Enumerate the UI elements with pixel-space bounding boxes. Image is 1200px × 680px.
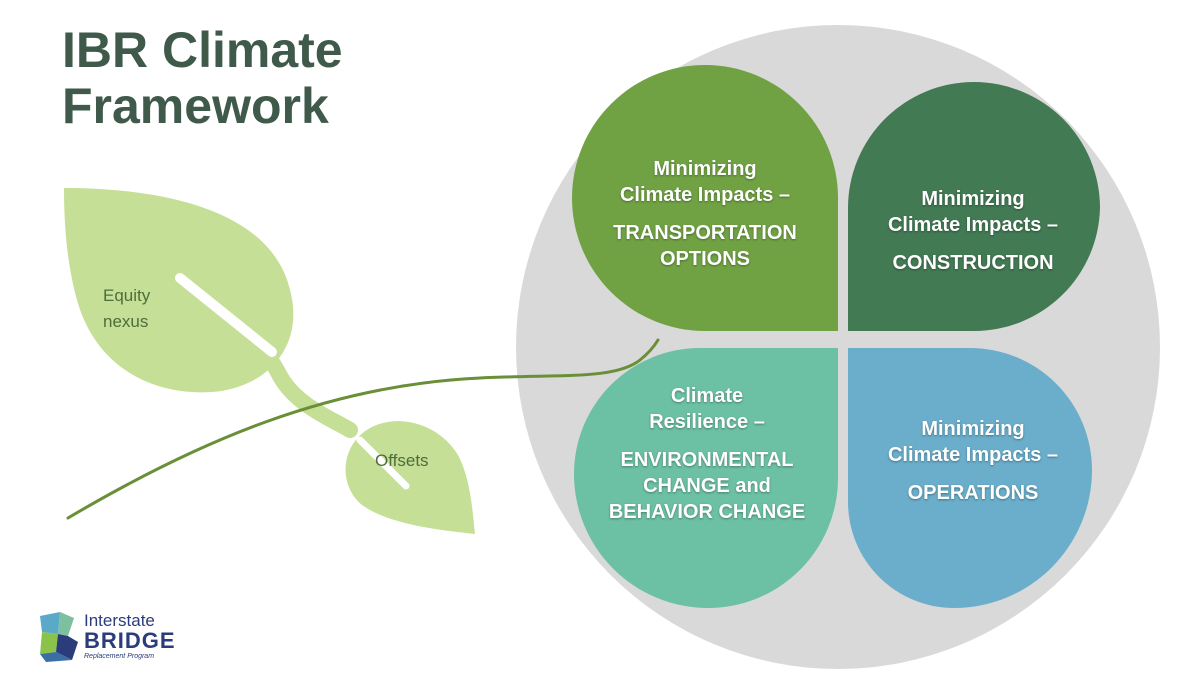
leaf-vein-offsets <box>356 436 410 490</box>
resilience-caps-1: ENVIRONMENTAL <box>620 449 794 471</box>
title-line-2: Framework <box>62 78 329 134</box>
construction-line-1: Minimizing <box>921 188 1025 210</box>
construction-text: Minimizing Climate Impacts – CONSTRUCTIO… <box>848 186 1098 276</box>
vine <box>66 338 660 520</box>
leaf-vein-equity <box>175 273 277 357</box>
transportation-line-2: Climate Impacts – <box>619 184 791 206</box>
resilience-caps-3: BEHAVIOR CHANGE <box>608 501 806 523</box>
petal-resilience <box>574 348 838 608</box>
operations-text: Minimizing Climate Impacts – OPERATIONS <box>848 416 1098 506</box>
offsets-label: Offsets <box>375 451 429 470</box>
petal-construction <box>848 82 1100 331</box>
logo-line-3: Replacement Program <box>84 653 155 660</box>
logo-line-2: BRIDGE <box>84 628 176 653</box>
resilience-text: Climate Resilience – ENVIRONMENTAL CHANG… <box>582 383 832 525</box>
equity-label-line-1: Equity <box>103 286 151 305</box>
construction-caps-1: CONSTRUCTION <box>892 252 1054 274</box>
resilience-line-2: Resilience – <box>649 411 765 433</box>
petal-operations <box>848 348 1092 608</box>
leaf-offsets <box>345 421 475 534</box>
transportation-text: Minimizing Climate Impacts – TRANSPORTAT… <box>580 156 830 272</box>
logo-mark-icon <box>40 612 78 662</box>
logo-line-1: Interstate <box>84 611 155 630</box>
equity-nexus-label: Equity nexus <box>103 283 150 335</box>
operations-line-2: Climate Impacts – <box>887 444 1059 466</box>
resilience-line-1: Climate <box>670 385 744 407</box>
petal-transportation <box>572 65 838 331</box>
transportation-caps-2: OPTIONS <box>659 248 750 270</box>
transportation-line-1: Minimizing <box>653 158 757 180</box>
resilience-caps-2: CHANGE and <box>643 475 771 497</box>
operations-line-1: Minimizing <box>921 418 1025 440</box>
page-title: IBR Climate Framework <box>62 22 343 134</box>
equity-label-line-2: nexus <box>103 312 149 331</box>
ibr-logo: Interstate BRIDGE Replacement Program <box>38 610 198 670</box>
logo-wordmark: Interstate BRIDGE Replacement Program <box>84 612 176 661</box>
operations-caps-1: OPERATIONS <box>907 482 1039 504</box>
transportation-caps-1: TRANSPORTATION <box>613 222 797 244</box>
title-line-1: IBR Climate <box>62 22 343 78</box>
construction-line-2: Climate Impacts – <box>887 214 1059 236</box>
leaf-equity <box>64 188 294 393</box>
